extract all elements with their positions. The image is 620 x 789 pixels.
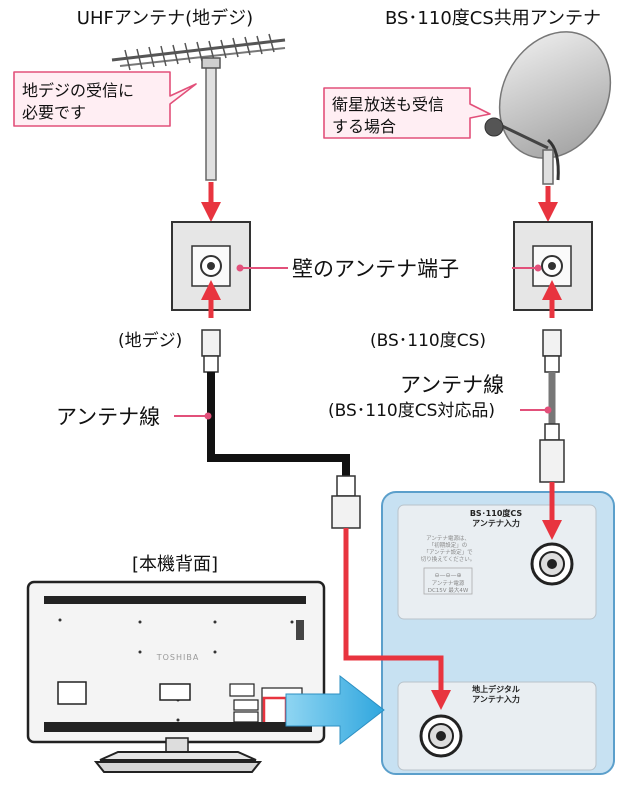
tv-back-illustration: TOSHIBA bbox=[26, 580, 326, 773]
power-note-2: 「初期設定」の bbox=[429, 541, 468, 549]
left-cable-to-terrestrial-arrow bbox=[343, 528, 451, 710]
uhf-callout-line1: 地デジの受信に bbox=[22, 81, 134, 100]
tv-brand-logo: TOSHIBA bbox=[156, 653, 200, 662]
right-cable-sublabel: (BS･110度CS対応品) bbox=[328, 401, 495, 421]
terrestrial-input-label-1: 地上デジタル bbox=[472, 684, 520, 694]
right-antenna-cable bbox=[539, 329, 565, 483]
left-antenna-cable bbox=[201, 329, 361, 529]
right-cable-label: アンテナ線 bbox=[400, 373, 504, 397]
uhf-antenna-icon bbox=[111, 33, 286, 181]
bs-input-jack bbox=[530, 542, 574, 586]
terrestrial-input-label-2: アンテナ入力 bbox=[472, 694, 520, 704]
bs-callout-line1: 衛星放送も受信 bbox=[332, 95, 444, 114]
uhf-callout-line2: 必要です bbox=[22, 103, 86, 122]
uhf-antenna-title: UHFアンテナ(地デジ) bbox=[77, 8, 253, 29]
tv-back-label: [本機背面] bbox=[132, 554, 218, 575]
uhf-callout: 地デジの受信に 必要です bbox=[13, 71, 197, 127]
zoom-arrow bbox=[285, 674, 385, 746]
terrestrial-input-subpanel: 地上デジタル アンテナ入力 bbox=[397, 681, 597, 771]
bs-callout: 衛星放送も受信 する場合 bbox=[323, 87, 491, 139]
bs-input-subpanel: BS･110度CS アンテナ入力 アンテナ電源は、 「初期設定」の 「アンテナ設… bbox=[397, 504, 597, 620]
power-note-1: アンテナ電源は、 bbox=[426, 534, 470, 542]
svg-text:⊖—⊖—⊕: ⊖—⊖—⊕ bbox=[434, 572, 461, 579]
left-cable-label: アンテナ線 bbox=[56, 405, 160, 429]
power-note-4: 切り換えてください。 bbox=[421, 555, 476, 563]
terrestrial-input-jack bbox=[419, 714, 463, 758]
power-spec-2: DC15V 最大4W bbox=[428, 586, 469, 594]
power-note-3: 「アンテナ設定」で bbox=[423, 548, 473, 556]
bs-input-label-2: アンテナ入力 bbox=[472, 518, 520, 528]
wall-outlet-label: 壁のアンテナ端子 bbox=[292, 257, 459, 281]
bs-callout-line2: する場合 bbox=[332, 117, 396, 136]
bs-antenna-title: BS･110度CS共用アンテナ bbox=[385, 8, 601, 29]
bs-dish-antenna-icon bbox=[484, 31, 612, 185]
left-outlet-tag: (地デジ) bbox=[118, 330, 182, 351]
bs-input-label-1: BS･110度CS bbox=[470, 508, 523, 518]
right-outlet-tag: (BS･110度CS) bbox=[370, 331, 486, 351]
power-spec-1: アンテナ電源 bbox=[432, 579, 465, 587]
